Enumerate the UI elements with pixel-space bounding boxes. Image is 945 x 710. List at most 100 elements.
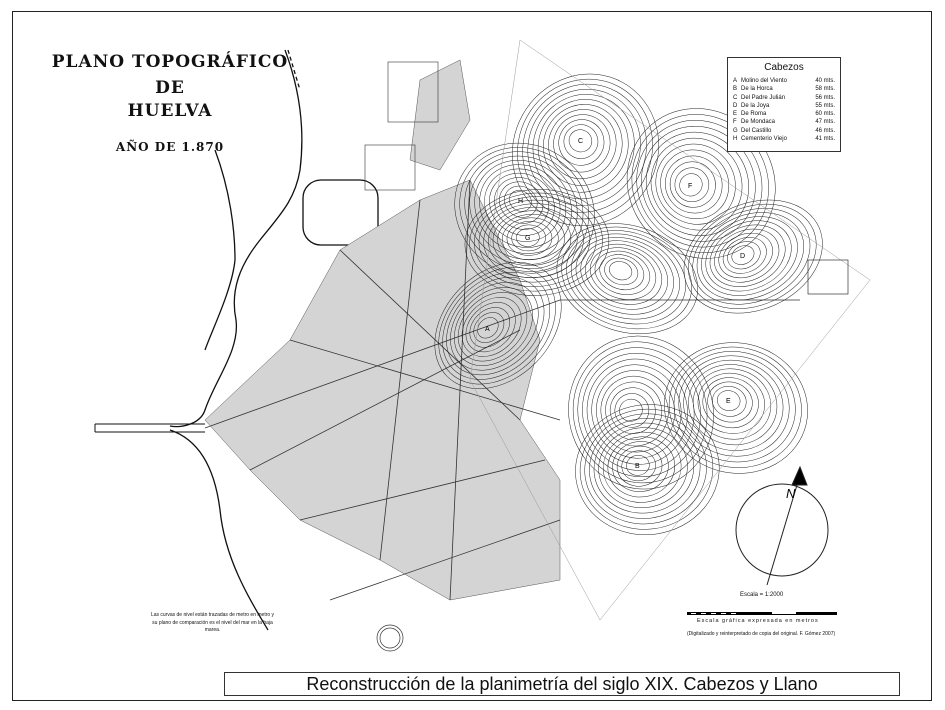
contour-line bbox=[668, 346, 802, 468]
legend-item-name: De Mondaca bbox=[741, 119, 776, 126]
contour-line bbox=[479, 164, 567, 248]
legend-item-height: 47 mts. bbox=[815, 119, 835, 126]
contour-line bbox=[614, 393, 650, 428]
legend-item-name: Molino del Viento bbox=[741, 78, 787, 84]
legend-heading: Cabezos bbox=[764, 62, 804, 73]
contour-line bbox=[585, 243, 663, 305]
legend-item-height: 58 mts. bbox=[815, 86, 835, 93]
contour-line bbox=[594, 250, 651, 295]
legend-item-letter: A bbox=[733, 78, 738, 84]
contour-line bbox=[731, 245, 755, 265]
contour-line bbox=[582, 353, 695, 471]
street bbox=[204, 299, 800, 429]
contour-line bbox=[522, 83, 647, 213]
map-caption: Reconstrucción de la planimetría del sig… bbox=[224, 672, 900, 696]
contour-line bbox=[716, 390, 741, 411]
compass-rose bbox=[735, 465, 829, 586]
compass-north-label: N bbox=[786, 486, 796, 501]
contour-line bbox=[474, 160, 572, 254]
city-blocks bbox=[204, 59, 561, 601]
contour-line bbox=[697, 372, 765, 434]
contour-line bbox=[434, 261, 562, 389]
contour-line bbox=[660, 149, 730, 219]
contour-line bbox=[459, 147, 590, 272]
legend-item-letter: H bbox=[733, 136, 738, 143]
legend-item-name: Del Padre Julián bbox=[741, 94, 786, 101]
contour-line bbox=[454, 142, 595, 278]
contour-line bbox=[465, 302, 516, 353]
contour-line bbox=[438, 267, 556, 385]
contour-line bbox=[469, 307, 510, 348]
contour-line bbox=[619, 398, 643, 422]
dock-basin bbox=[302, 179, 379, 246]
contour-line bbox=[563, 124, 599, 159]
contour-line bbox=[464, 189, 610, 296]
contour-line bbox=[605, 381, 663, 440]
contour-line bbox=[568, 335, 714, 490]
legend-item-name: De la Joya bbox=[741, 102, 770, 109]
street bbox=[329, 519, 561, 601]
contour-line bbox=[665, 155, 723, 214]
contour-line bbox=[669, 161, 716, 208]
contour-line bbox=[683, 359, 784, 451]
contour-line bbox=[464, 151, 584, 266]
plaza-circle bbox=[376, 624, 404, 652]
scale-caption: Escala gráfica expresada en metros bbox=[697, 618, 819, 624]
contour-line bbox=[616, 445, 663, 487]
street bbox=[339, 249, 521, 421]
contour-line bbox=[548, 109, 617, 180]
contour-line bbox=[484, 168, 561, 242]
legend-item-height: 46 mts. bbox=[815, 127, 835, 134]
grid-blocks bbox=[364, 61, 439, 191]
legend-item-letter: E bbox=[733, 111, 738, 118]
contour-line bbox=[688, 364, 778, 446]
contour-line bbox=[705, 220, 792, 292]
scale-bar bbox=[687, 612, 837, 615]
contour-line bbox=[600, 375, 669, 447]
contour-line bbox=[566, 230, 686, 325]
contour-line bbox=[589, 247, 657, 300]
street bbox=[289, 339, 561, 421]
contour-line bbox=[599, 254, 645, 291]
contour-line bbox=[609, 387, 656, 434]
contour-line bbox=[499, 181, 544, 224]
contour-line bbox=[442, 272, 551, 380]
street bbox=[299, 459, 546, 521]
credit-text: (Digitalizado y reinterpretado de copia … bbox=[687, 631, 836, 637]
contour-line bbox=[655, 143, 736, 225]
contour-line bbox=[714, 228, 780, 283]
street bbox=[249, 329, 521, 471]
hill-label: D bbox=[740, 253, 745, 260]
contour-line bbox=[683, 199, 823, 314]
contour-line bbox=[575, 237, 675, 315]
contour-line bbox=[572, 341, 708, 484]
contour-line bbox=[556, 223, 698, 335]
contour-line bbox=[596, 370, 675, 453]
contour-line bbox=[497, 214, 565, 265]
contour-line bbox=[553, 114, 611, 173]
legend-item-letter: C bbox=[733, 94, 738, 101]
legend-item-letter: F bbox=[733, 119, 737, 126]
legend-item-name: De Roma bbox=[741, 111, 767, 118]
contour-line bbox=[674, 167, 710, 202]
contour-line bbox=[626, 455, 650, 476]
river-north bbox=[204, 149, 236, 351]
hill-label: A bbox=[485, 326, 490, 333]
contour-line bbox=[537, 99, 629, 193]
contour-line bbox=[558, 119, 605, 166]
contour-line bbox=[621, 450, 656, 482]
contour-line bbox=[577, 347, 701, 477]
legend-item-letter: D bbox=[733, 102, 738, 109]
contour-line bbox=[504, 185, 538, 218]
contour-line bbox=[678, 355, 790, 457]
hill-label: E bbox=[726, 398, 731, 405]
contour-line bbox=[543, 104, 623, 186]
contour-line bbox=[712, 385, 747, 417]
contour-line bbox=[673, 351, 796, 463]
